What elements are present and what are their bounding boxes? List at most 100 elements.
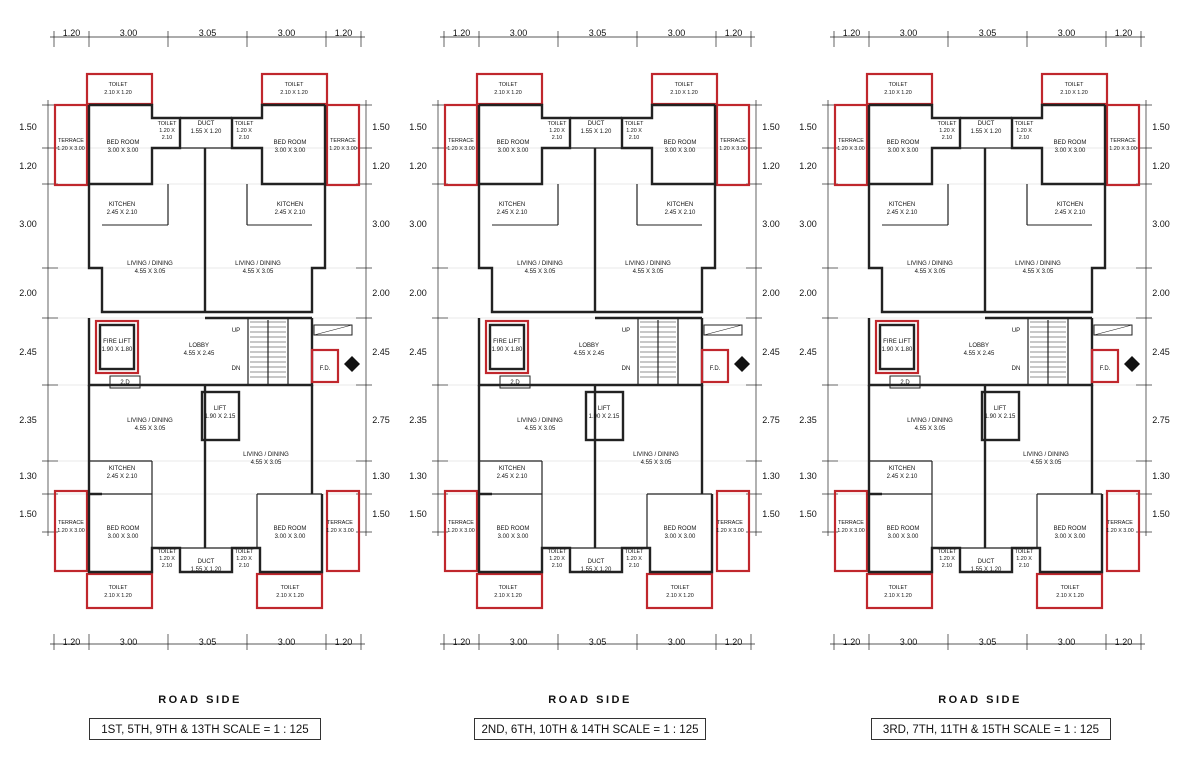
lobby-right-wall [985,318,1094,387]
toilet-small-size: 1.20 X [236,128,252,134]
terrace-bottom-right-name: TERRACE [717,520,743,526]
dimension-label: 1.20 [453,637,471,647]
toilet-small-size: 2.10 [1019,135,1030,141]
stair-well [1027,317,1069,386]
fire-door-outline [1090,348,1120,384]
living-bottom-right-name: LIVING / DINING [1023,452,1069,458]
lobby-name: LOBBY [969,343,989,349]
dimension-label: 3.05 [589,28,607,38]
fd-box [499,375,531,389]
fire-lift-shaft [488,323,526,371]
lift-name: LIFT [598,406,611,412]
terrace-bottom-right-name: TERRACE [327,520,353,526]
toilet-small-size: 1.20 X [159,128,175,134]
dimension-label: 3.00 [900,28,918,38]
toilet-top-left-size: 2.10 X 1.20 [104,90,132,96]
red-outline [443,103,479,187]
terrace-top-left-name: TERRACE [838,138,864,144]
dimension-label: 1.50 [1152,509,1170,519]
fire-lift-size: 1.90 X 1.80 [492,347,523,353]
dimension-label: 3.00 [668,637,686,647]
toilet-bottom-left-name: TOILET [109,585,128,591]
dimension-label: 1.20 [843,28,861,38]
dimension-label: 1.20 [725,28,743,38]
duct-top-size: 1.55 X 1.20 [191,129,222,135]
toilet-bottom-left-size: 2.10 X 1.20 [884,593,912,599]
upper-left-wall [477,184,595,314]
plan-caption: 2ND, 6TH, 10TH & 14TH SCALE = 1 : 125 [474,718,706,740]
dimension-label: 3.00 [510,28,528,38]
red-outline [85,72,154,106]
lower-wall [87,494,324,574]
red-outline [1105,489,1141,573]
stair-down-label: DN [232,366,241,372]
living-top-right-size: 4.55 X 3.05 [1023,269,1054,275]
living-bottom-left-name: LIVING / DINING [907,418,953,424]
lift-shaft [200,390,241,442]
dimension-label: 1.30 [762,471,780,481]
lower-left-wall [87,385,102,496]
living-top-left-name: LIVING / DINING [907,261,953,267]
toilet-top-left-name: TOILET [499,82,518,88]
lift-shaft [584,390,625,442]
dimension-label: 3.00 [120,637,138,647]
red-outline [53,489,89,573]
bed-bottom-right-size: 3.00 X 3.00 [1055,534,1086,540]
terrace-top-right-size: 1.20 X 3.00 [719,146,747,152]
toilet-small-size: 2.10 [162,135,173,141]
dimension-label: 2.45 [372,347,390,357]
stair-well [637,317,679,386]
toilet-top-left-size: 2.10 X 1.20 [494,90,522,96]
living-bottom-left-size: 4.55 X 3.05 [525,426,556,432]
bed-top-left-name: BED ROOM [497,140,530,146]
dimension-label: 3.05 [979,28,997,38]
fd-label: 2.D [900,380,910,386]
dimension-label: 1.50 [19,509,37,519]
living-bottom-left-name: LIVING / DINING [127,418,173,424]
lower-left-wall [867,385,882,496]
lower-wall [477,494,714,574]
plan-drawing: 1.201.203.003.003.053.053.003.001.201.20… [19,28,390,650]
dimension-label: 3.00 [120,28,138,38]
dimension-label: 1.30 [19,471,37,481]
duct-bottom-name: DUCT [588,559,605,565]
red-outline [260,72,329,106]
bed-top-right-name: BED ROOM [664,140,697,146]
dimension-label: 1.50 [19,122,37,132]
red-outline [1035,572,1104,610]
dimension-label: 3.00 [799,219,817,229]
dimension-label: 1.50 [1152,122,1170,132]
living-top-right-name: LIVING / DINING [235,261,281,267]
kitchen-bottom-left-name: KITCHEN [499,466,525,472]
toilet-top-right-size: 2.10 X 1.20 [1060,90,1088,96]
shaft-box [313,324,353,336]
toilet-bottom-left-size: 2.10 X 1.20 [104,593,132,599]
kitchen-top-right-name: KITCHEN [1057,202,1083,208]
dimension-label: 1.50 [372,509,390,519]
dimension-label: 3.00 [510,637,528,647]
bed-bottom-right-name: BED ROOM [664,526,697,532]
kitchen-top-right-name: KITCHEN [277,202,303,208]
living-bottom-right-size: 4.55 X 3.05 [1031,460,1062,466]
toilet-small-name: TOILET [1015,121,1034,127]
bed-top-right-name: BED ROOM [274,140,307,146]
bed-top-left-size: 3.00 X 3.00 [498,148,529,154]
dimension-label: 1.30 [1152,471,1170,481]
dimension-label: 3.00 [900,637,918,647]
toilet-small-size: 2.10 [942,563,953,569]
dimension-label: 3.00 [19,219,37,229]
bed-bottom-right-size: 3.00 X 3.00 [665,534,696,540]
fire-lift-outline [94,319,140,375]
toilet-small-name: TOILET [158,549,177,555]
lobby-right-wall [595,318,704,387]
toilet-small-name: TOILET [625,121,644,127]
dimension-label: 1.50 [762,509,780,519]
fd-box [109,375,141,389]
stair-down-label: DN [1012,366,1021,372]
lift-size: 1.90 X 2.15 [205,414,236,420]
bed-bottom-left-name: BED ROOM [107,526,140,532]
dimension-label: 2.45 [799,347,817,357]
dimension-label: 2.00 [409,288,427,298]
upper-right-wall [985,184,1107,314]
